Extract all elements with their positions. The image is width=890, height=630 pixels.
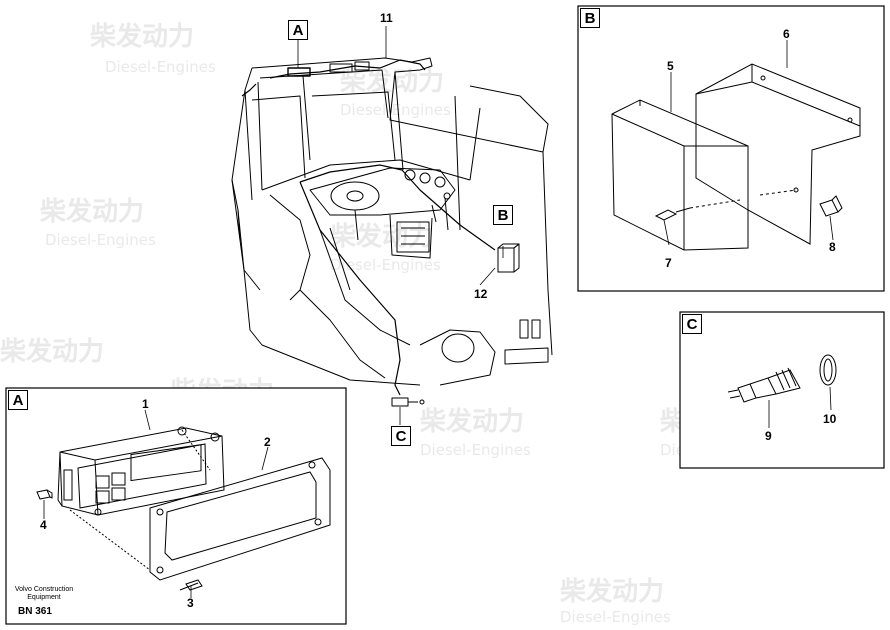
callout-7: 7: [665, 256, 672, 270]
watermark-en: Diesel-Engines: [560, 608, 671, 626]
watermark-cn: 柴发动力: [339, 66, 444, 97]
watermark-cn: 柴发动力: [89, 21, 194, 52]
company-name: Volvo Construction Equipment: [14, 586, 74, 602]
panel-label-B: B: [580, 8, 600, 28]
company-line-1: Volvo Construction: [14, 586, 74, 593]
watermark-en: Diesel-Engines: [340, 101, 451, 119]
panel-B: [577, 5, 885, 292]
panel-A: [5, 387, 347, 625]
watermark-en: Diesel-Engines: [420, 441, 531, 459]
callout-11: 11: [380, 11, 393, 25]
drawing-code: BN 361: [18, 606, 52, 617]
callout-10: 10: [823, 412, 837, 426]
callout-5: 5: [667, 59, 674, 73]
watermark-en: Diesel-Engines: [330, 256, 441, 274]
ref-tag-B: B: [493, 205, 513, 225]
watermark-en: Diesel-Engines: [45, 231, 156, 249]
company-line-2: Equipment: [27, 594, 61, 601]
panel-label-C: C: [682, 314, 702, 334]
callout-3: 3: [187, 596, 194, 610]
panel-label-A: A: [8, 390, 28, 410]
ref-tag-C: C: [391, 426, 411, 446]
cab-illustration: [231, 57, 553, 407]
callout-9: 9: [765, 429, 772, 443]
watermark-cn: 柴发动力: [0, 336, 104, 367]
watermark-cn: 柴发动力: [419, 406, 524, 437]
panel-C: [679, 311, 885, 469]
watermark-cn: 柴发动力: [39, 196, 144, 227]
main-leaders: [297, 26, 504, 425]
callout-numbers: 11 12 1 2 3 4 5 6 7 8 9 10: [40, 11, 837, 610]
watermark-en: Diesel-Engines: [105, 58, 216, 76]
callout-12: 12: [474, 287, 488, 301]
callout-6: 6: [783, 27, 790, 41]
callout-1: 1: [142, 397, 149, 411]
watermark-cn: 柴发动力: [559, 576, 664, 607]
ref-tag-A: A: [288, 20, 308, 40]
callout-2: 2: [264, 435, 271, 449]
callout-8: 8: [829, 240, 836, 254]
callout-4: 4: [40, 518, 47, 532]
